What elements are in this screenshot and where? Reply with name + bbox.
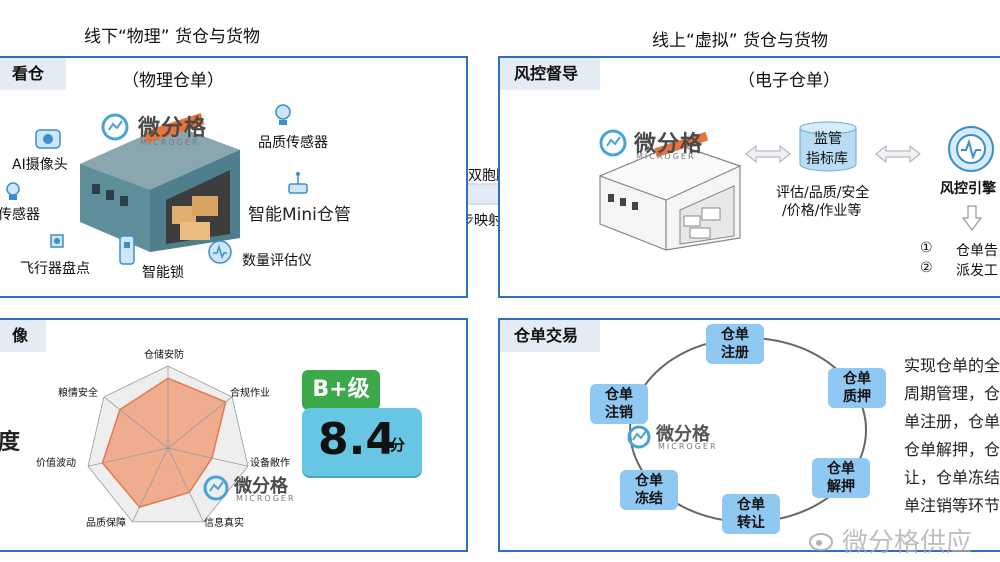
router-icon — [288, 172, 308, 194]
receipt-trading-panel: 仓单交易 仓单注册 仓单质押 仓单解押 仓单转让 仓单冻结 仓单注销 微分格 M… — [498, 318, 1000, 552]
mini-manager-label: 智能Mini仓管 — [248, 205, 351, 225]
desc-line: 周期管理，仓 — [904, 384, 1000, 403]
lock-icon — [119, 235, 135, 265]
radar-spoke — [167, 447, 204, 523]
node-cancel[interactable]: 仓单注销 — [590, 384, 648, 424]
logo-subtext: MICROGER — [236, 494, 296, 503]
physical-warehouse-panel: 看仓 （物理仓单） 微分格 MICROGER AI摄像头 传感器 飞行器盘点 — [0, 56, 468, 298]
logo-icon — [627, 425, 651, 449]
radar-axis-label: 粮情安全 — [58, 388, 98, 399]
radar-spoke — [167, 396, 233, 449]
quality-sensor-label: 品质传感器 — [258, 135, 328, 151]
watermark: 微分格供应 — [842, 528, 973, 558]
risk-engine-icon — [948, 126, 994, 172]
panel-subtitle: （电子仓单） — [738, 71, 840, 91]
logo-text: 微分格 — [138, 116, 208, 141]
panel-subtitle: （物理仓单） — [122, 71, 224, 91]
electronic-warehouse-panel: 风控督导 （电子仓单） 微分格 MICROGER 监管 指标库 评估/品质/安全… — [498, 56, 1000, 298]
weibo-icon — [809, 533, 833, 551]
db-label-2: 指标库 — [806, 151, 848, 167]
eval-line-2: /价格/作业等 — [782, 203, 862, 219]
logo-subtext: MICROGER — [658, 442, 718, 451]
panel-label: 像 — [0, 320, 46, 352]
radar-area — [101, 377, 227, 508]
profile-panel: 像 度 仓储安防 合规作业 设备敝作 信息真实 品质保障 价值波动 粮情安全 微… — [0, 318, 468, 552]
radar-axis-label: 合规作业 — [230, 388, 270, 399]
eval-line-1: 评估/品质/安全 — [776, 185, 870, 201]
node-pledge[interactable]: 仓单质押 — [828, 368, 886, 408]
virtual-warehouse-illustration — [598, 131, 742, 251]
logo-text: 微分格 — [634, 132, 704, 157]
score-box: 8.4 分 — [302, 408, 422, 476]
score-value: 8.4 — [318, 414, 396, 465]
node-freeze[interactable]: 仓单冻结 — [620, 470, 678, 510]
logo-icon — [599, 129, 627, 157]
warehouse-illustration — [80, 113, 240, 252]
panel-label: 仓单交易 — [500, 320, 601, 352]
panel-label: 风控督导 — [500, 58, 601, 90]
list-num-2: ② — [920, 260, 933, 276]
offline-heading: 线下“物理” 货仓与货物 — [84, 27, 261, 47]
radar-axis-label: 设备敝作 — [250, 458, 290, 469]
desc-line: 单注销等环节 — [904, 496, 1000, 515]
list-num-1: ① — [920, 240, 933, 256]
ai-camera-label: AI摄像头 — [12, 157, 68, 173]
db-label-1: 监管 — [814, 131, 842, 147]
logo-icon — [203, 475, 229, 501]
risk-engine-label: 风控引擎 — [940, 181, 996, 197]
grade-badge: B+级 — [302, 370, 380, 410]
desc-line: 让，仓单冻结 — [904, 468, 1000, 487]
radar-axis-label: 信息真实 — [204, 518, 244, 529]
logo-subtext: MICROGER — [140, 138, 200, 147]
node-register[interactable]: 仓单注册 — [706, 324, 764, 364]
database-icon — [799, 121, 857, 172]
side-text: 度 — [0, 430, 21, 455]
list-text-1: 仓单告 — [956, 243, 998, 259]
online-heading: 线上“虚拟” 货仓与货物 — [652, 31, 829, 51]
smart-lock-label: 智能锁 — [142, 265, 184, 281]
double-arrow-icon — [875, 144, 921, 164]
node-release[interactable]: 仓单解押 — [812, 458, 870, 498]
desc-line: 仓单解押，仓 — [904, 440, 1000, 459]
node-transfer[interactable]: 仓单转让 — [722, 494, 780, 534]
radar-axis-label: 品质保障 — [86, 518, 126, 529]
drone-icon — [50, 234, 64, 248]
list-text-2: 派发工 — [956, 263, 998, 279]
double-arrow-icon — [745, 144, 791, 164]
desc-line: 单注册，仓单 — [904, 412, 1000, 431]
panel-label: 看仓 — [0, 58, 67, 90]
radar-chart — [87, 365, 249, 523]
radar-axis-label: 价值波动 — [36, 458, 76, 469]
camera-icon — [35, 129, 61, 149]
logo-icon — [101, 113, 129, 141]
quality-sensor-icon — [275, 104, 291, 125]
logo-text: 微分格 — [234, 476, 288, 497]
sensor-label: 传感器 — [0, 207, 40, 223]
drone-label: 飞行器盘点 — [20, 261, 90, 277]
radar-spoke — [103, 396, 169, 449]
evaluator-label: 数量评估仪 — [242, 253, 312, 269]
radar-spoke — [167, 447, 249, 467]
radar-axis-label: 仓储安防 — [144, 350, 184, 361]
logo-subtext: MICROGER — [636, 152, 696, 161]
radar-spoke — [132, 447, 169, 523]
trading-description: 实现仓单的全 周期管理，仓 单注册，仓单 仓单解押，仓 让，仓单冻结 单注销等环… — [904, 352, 1000, 520]
desc-line: 实现仓单的全 — [904, 356, 1000, 375]
sensor-icon — [6, 182, 20, 200]
down-arrow-icon — [962, 205, 982, 231]
radar-spoke — [87, 447, 169, 467]
score-unit: 分 — [390, 436, 406, 454]
logo-text: 微分格 — [656, 424, 710, 445]
meter-icon — [208, 240, 232, 264]
